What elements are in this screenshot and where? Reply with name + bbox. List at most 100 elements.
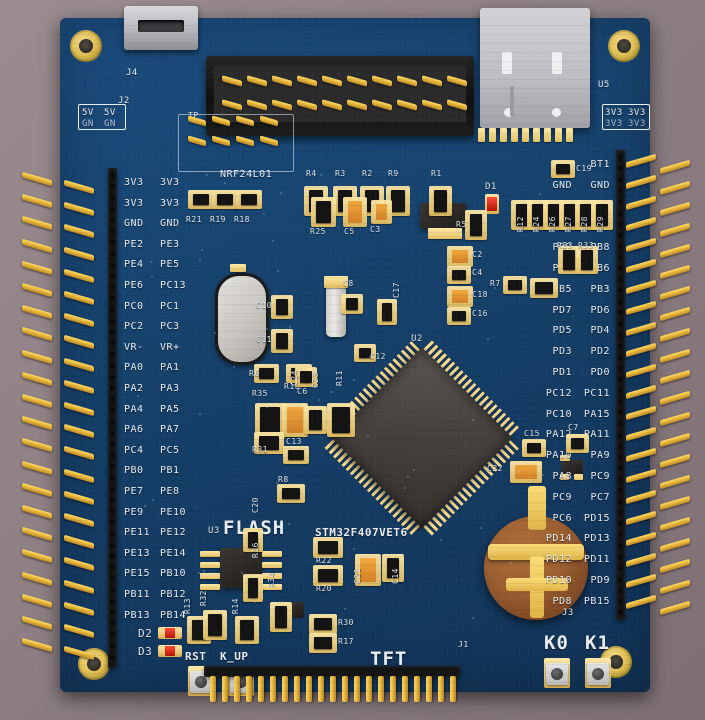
header-pin-left-inner-14[interactable] <box>64 490 94 505</box>
header-pin-right-inner-21[interactable] <box>626 595 656 610</box>
tft-header-pin-11[interactable] <box>342 676 348 702</box>
tft-header-pin-10[interactable] <box>330 676 336 702</box>
tft-header-pin-4[interactable] <box>258 676 264 702</box>
header-pin-left-inner-18[interactable] <box>64 579 94 594</box>
sd-card-slot[interactable] <box>480 8 590 128</box>
header-pin-left-outer-19[interactable] <box>22 593 52 608</box>
header-pin-right-inner-11[interactable] <box>626 385 656 400</box>
header-pin-left-inner-6[interactable] <box>64 313 94 328</box>
header-pin-left-inner-3[interactable] <box>64 246 94 261</box>
tft-header-pin-20[interactable] <box>450 676 456 702</box>
header-pin-right-outer-17[interactable] <box>660 517 690 532</box>
header-pin-right-inner-18[interactable] <box>626 532 656 547</box>
header-pin-right-inner-1[interactable] <box>626 175 656 190</box>
header-pin-left-inner-20[interactable] <box>64 624 94 639</box>
header-pin-right-inner-19[interactable] <box>626 553 656 568</box>
tft-header-pin-14[interactable] <box>378 676 384 702</box>
tft-header-pin-6[interactable] <box>282 676 288 702</box>
header-pin-right-outer-18[interactable] <box>660 538 690 553</box>
header-pin-left-outer-10[interactable] <box>22 394 52 409</box>
header-pin-left-outer-14[interactable] <box>22 482 52 497</box>
tft-header-pin-17[interactable] <box>414 676 420 702</box>
header-pin-left-outer-1[interactable] <box>22 194 52 209</box>
micro-usb-connector[interactable] <box>124 6 198 50</box>
header-pin-left-inner-11[interactable] <box>64 424 94 439</box>
tft-header-pin-15[interactable] <box>390 676 396 702</box>
header-pin-right-outer-16[interactable] <box>660 496 690 511</box>
header-pin-left-outer-7[interactable] <box>22 327 52 342</box>
button-k0[interactable] <box>544 658 570 688</box>
header-pin-right-outer-6[interactable] <box>660 286 690 301</box>
header-pin-left-inner-16[interactable] <box>64 535 94 550</box>
tft-header-pin-8[interactable] <box>306 676 312 702</box>
header-pin-right-outer-15[interactable] <box>660 475 690 490</box>
header-pin-right-outer-20[interactable] <box>660 580 690 595</box>
header-pin-left-outer-0[interactable] <box>22 172 52 187</box>
header-pin-right-outer-5[interactable] <box>660 265 690 280</box>
header-pin-right-outer-12[interactable] <box>660 412 690 427</box>
tft-header-pin-9[interactable] <box>318 676 324 702</box>
button-k1[interactable] <box>585 658 611 688</box>
header-pin-left-outer-9[interactable] <box>22 371 52 386</box>
header-pin-right-outer-8[interactable] <box>660 328 690 343</box>
tft-header-pin-2[interactable] <box>234 676 240 702</box>
header-pin-left-inner-17[interactable] <box>64 557 94 572</box>
tft-header-pin-18[interactable] <box>426 676 432 702</box>
header-pin-right-inner-14[interactable] <box>626 448 656 463</box>
pin-header-right-strip[interactable] <box>616 150 625 620</box>
header-pin-right-inner-15[interactable] <box>626 469 656 484</box>
header-pin-right-outer-2[interactable] <box>660 202 690 217</box>
header-pin-left-outer-6[interactable] <box>22 305 52 320</box>
tft-header-pin-0[interactable] <box>210 676 216 702</box>
header-pin-left-inner-10[interactable] <box>64 402 94 417</box>
header-pin-left-outer-8[interactable] <box>22 349 52 364</box>
header-pin-left-inner-13[interactable] <box>64 468 94 483</box>
header-pin-left-inner-7[interactable] <box>64 335 94 350</box>
header-pin-left-outer-18[interactable] <box>22 571 52 586</box>
header-pin-left-outer-4[interactable] <box>22 260 52 275</box>
tft-header-pin-3[interactable] <box>246 676 252 702</box>
header-pin-left-inner-12[interactable] <box>64 446 94 461</box>
header-pin-left-outer-11[interactable] <box>22 416 52 431</box>
header-pin-left-outer-16[interactable] <box>22 527 52 542</box>
tft-header-pin-13[interactable] <box>366 676 372 702</box>
header-pin-right-outer-0[interactable] <box>660 160 690 175</box>
header-pin-right-inner-0[interactable] <box>626 154 656 169</box>
tft-header-pin-7[interactable] <box>294 676 300 702</box>
header-pin-right-inner-2[interactable] <box>626 196 656 211</box>
header-pin-right-inner-16[interactable] <box>626 490 656 505</box>
header-pin-right-outer-19[interactable] <box>660 559 690 574</box>
header-pin-right-outer-14[interactable] <box>660 454 690 469</box>
header-pin-right-inner-8[interactable] <box>626 322 656 337</box>
header-pin-right-outer-10[interactable] <box>660 370 690 385</box>
header-pin-left-outer-2[interactable] <box>22 216 52 231</box>
tft-header-pin-12[interactable] <box>354 676 360 702</box>
header-pin-left-outer-5[interactable] <box>22 283 52 298</box>
header-pin-right-inner-6[interactable] <box>626 280 656 295</box>
header-pin-left-inner-2[interactable] <box>64 224 94 239</box>
header-pin-right-inner-10[interactable] <box>626 364 656 379</box>
header-pin-left-inner-5[interactable] <box>64 291 94 306</box>
header-pin-left-inner-15[interactable] <box>64 513 94 528</box>
header-pin-right-outer-4[interactable] <box>660 244 690 259</box>
header-pin-left-inner-4[interactable] <box>64 268 94 283</box>
header-pin-left-inner-19[interactable] <box>64 601 94 616</box>
header-pin-left-outer-21[interactable] <box>22 638 52 653</box>
header-pin-right-inner-7[interactable] <box>626 301 656 316</box>
header-pin-right-outer-9[interactable] <box>660 349 690 364</box>
header-pin-left-outer-3[interactable] <box>22 238 52 253</box>
header-pin-right-inner-4[interactable] <box>626 238 656 253</box>
header-pin-right-outer-7[interactable] <box>660 307 690 322</box>
header-pin-right-inner-5[interactable] <box>626 259 656 274</box>
header-pin-left-outer-13[interactable] <box>22 460 52 475</box>
header-pin-right-outer-3[interactable] <box>660 223 690 238</box>
header-pin-right-inner-3[interactable] <box>626 217 656 232</box>
header-pin-right-inner-17[interactable] <box>626 511 656 526</box>
header-pin-left-outer-15[interactable] <box>22 505 52 520</box>
header-pin-left-inner-0[interactable] <box>64 180 94 195</box>
header-pin-right-outer-1[interactable] <box>660 181 690 196</box>
header-pin-right-outer-21[interactable] <box>660 601 690 616</box>
header-pin-left-outer-12[interactable] <box>22 438 52 453</box>
header-pin-right-outer-11[interactable] <box>660 391 690 406</box>
header-pin-right-outer-13[interactable] <box>660 433 690 448</box>
